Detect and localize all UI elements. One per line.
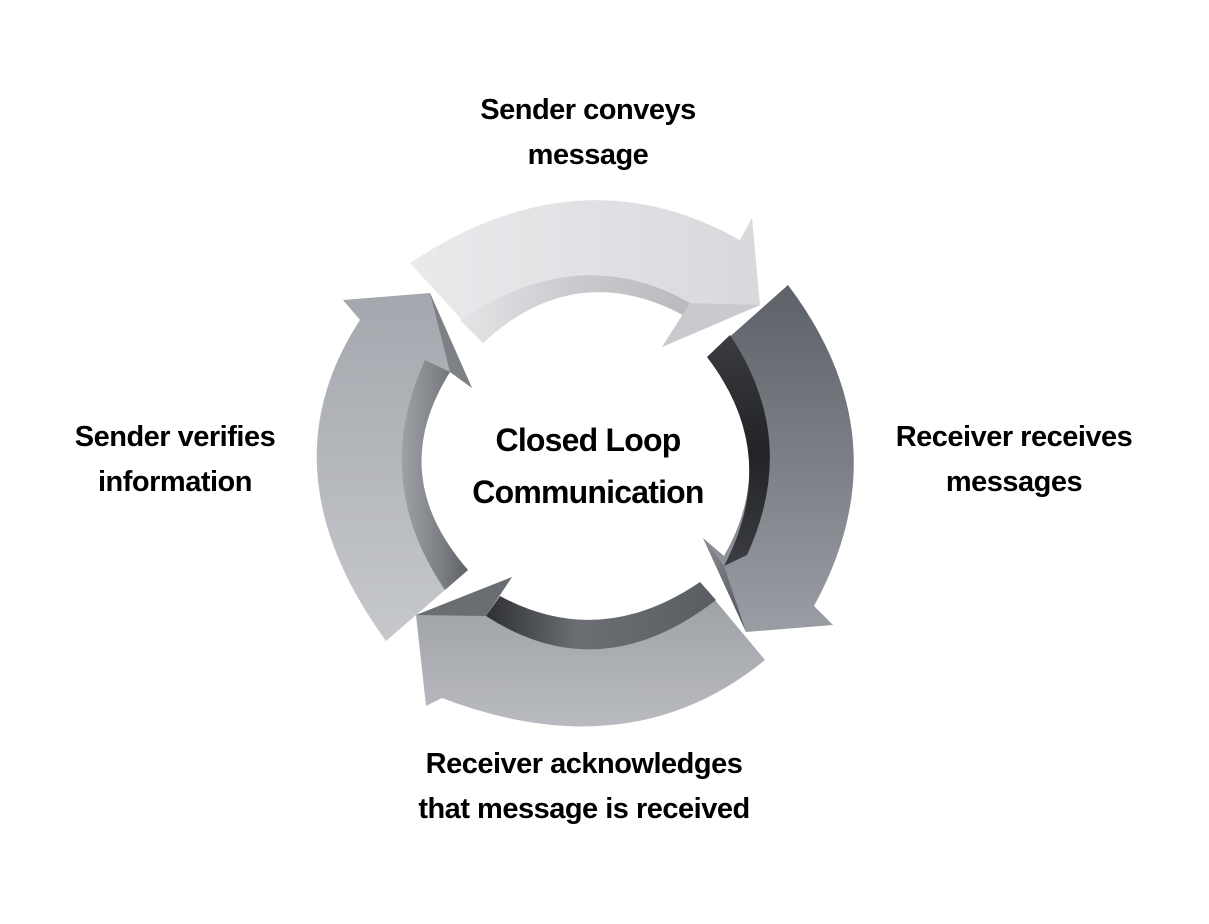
step-label-line1: Sender conveys	[480, 94, 696, 126]
step-label-receiver-receives: Receiver receives messages	[864, 415, 1164, 505]
step-label-receiver-acknowledges: Receiver acknowledges that message is re…	[384, 742, 784, 832]
step-label-line1: Sender verifies	[74, 421, 276, 453]
arrow-right	[703, 285, 854, 632]
arrow-left	[316, 293, 472, 641]
step-label-line2: messages	[945, 466, 1083, 498]
step-label-line1: Receiver acknowledges	[425, 748, 743, 780]
step-label-line2: message	[527, 139, 649, 171]
arrow-bottom	[416, 577, 765, 727]
step-label-line1: Receiver receives	[895, 421, 1133, 453]
step-label-line2: information	[98, 466, 253, 498]
arrow-top	[410, 200, 760, 347]
step-label-line2: that message is received	[418, 793, 750, 825]
diagram-title-line2: Communication	[472, 474, 704, 510]
diagram-title: Closed Loop Communication	[438, 414, 738, 518]
diagram-title-line1: Closed Loop	[495, 422, 682, 458]
step-label-sender-conveys: Sender conveys message	[388, 88, 788, 178]
step-label-sender-verifies: Sender verifies information	[25, 415, 325, 505]
